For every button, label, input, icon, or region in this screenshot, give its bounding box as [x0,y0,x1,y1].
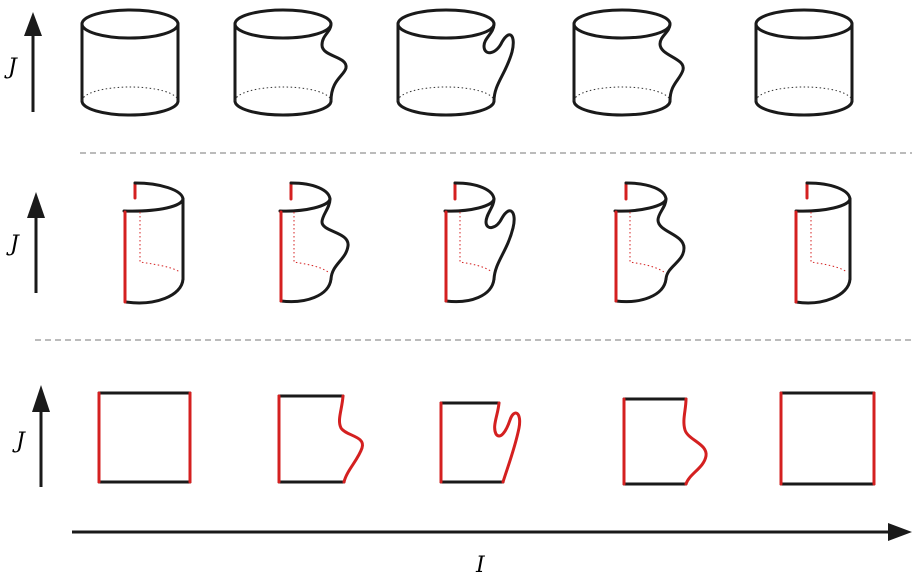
cut-cylinder-1 [124,183,183,303]
j-axis-top-label: J [4,55,18,80]
cut-cylinder-4 [615,183,684,302]
i-axis-label: I [475,553,486,578]
cylinder-4 [574,10,683,115]
square-4 [624,399,706,484]
j-axis-middle [27,192,45,293]
cylinder-2 [235,10,346,115]
cylinder-3 [398,10,513,115]
j-axis-top [24,12,42,112]
cylinder-5 [756,10,852,115]
square-1 [99,393,190,482]
square-3 [441,403,520,482]
j-axis-bottom [32,385,50,487]
i-axis [72,523,912,541]
cut-cylinder-3 [445,183,514,302]
j-axis-middle-label: J [6,232,20,257]
square-5 [781,393,874,484]
cut-cylinder-2 [280,183,348,302]
square-2 [279,396,363,482]
cylinder-1 [82,10,178,115]
j-axis-bottom-label: J [12,429,26,454]
cut-cylinder-5 [796,183,850,303]
